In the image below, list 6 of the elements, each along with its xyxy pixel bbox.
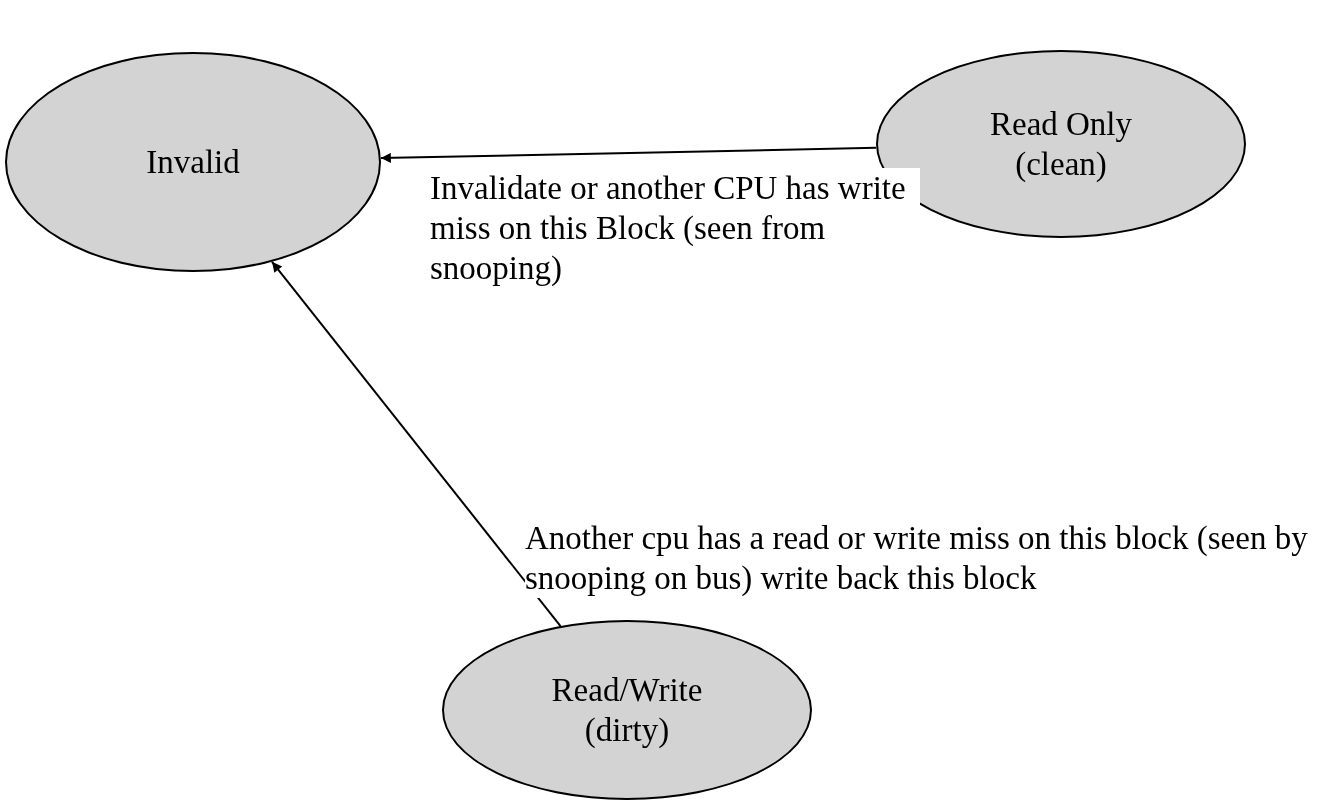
edge-label: Invalidate or another CPU has write miss on this Block (seen from snooping) [430, 168, 920, 288]
arrow [379, 146, 878, 163]
state-label: Invalid [145, 143, 241, 182]
state-label: Read/Write (dirty) [550, 671, 704, 750]
arrow [271, 260, 562, 627]
state-label: Read Only (clean) [988, 105, 1134, 184]
